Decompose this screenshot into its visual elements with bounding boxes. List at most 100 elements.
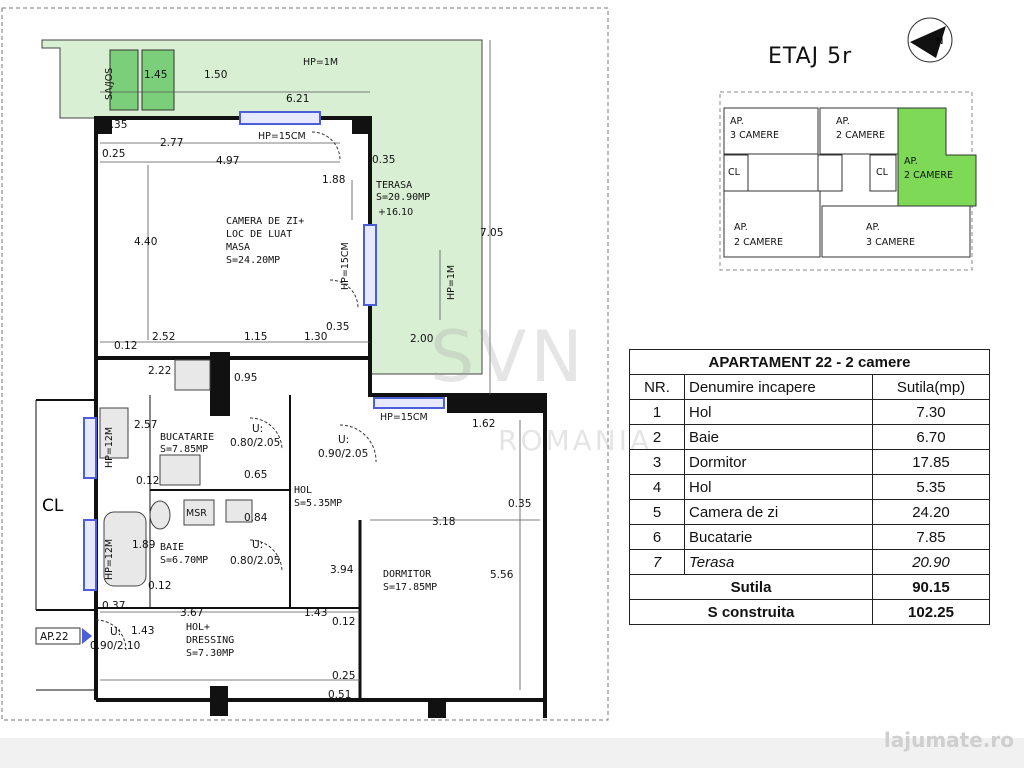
door-label: U: (338, 434, 349, 446)
room-label-terasa: TERASA (376, 180, 412, 191)
room-label-camera-2: LOC DE LUAT (226, 229, 292, 240)
svg-text:0.12: 0.12 (114, 340, 137, 352)
door-size: 0.90/2.10 (90, 640, 140, 652)
table-row: 5 Camera de zi 24.20 (629, 499, 990, 525)
room-label-hol: HOL (294, 485, 312, 496)
keyplan-unit: AP. (730, 116, 744, 127)
table-row: 1 Hol 7.30 (629, 399, 990, 425)
svg-text:1.15: 1.15 (244, 331, 267, 343)
window-label: HP=15CM (380, 412, 428, 423)
svg-text:0.25: 0.25 (332, 670, 355, 682)
svg-text:1.62: 1.62 (472, 418, 495, 430)
wall-block (428, 700, 446, 718)
svg-text:4.97: 4.97 (216, 155, 239, 167)
windows (83, 111, 445, 591)
entry-arrow-icon (82, 628, 92, 644)
wall-block (96, 118, 112, 134)
svg-text:0.65: 0.65 (244, 469, 267, 481)
window-label: HP=1M (446, 265, 457, 300)
table-row: 2 Baie 6.70 (629, 424, 990, 450)
keyplan-cl: CL (876, 167, 889, 178)
room-label-camera-3: MASA (226, 242, 250, 253)
svg-text:1.43: 1.43 (304, 607, 327, 619)
door-label: U: (252, 423, 263, 435)
window-label: HP=15CM (258, 131, 306, 142)
svg-text:5.56: 5.56 (490, 569, 514, 581)
footer-bar (0, 738, 1024, 768)
svg-text:1.88: 1.88 (322, 174, 345, 186)
table-row: 7 Terasa 20.90 (629, 549, 990, 575)
svg-text:0.51: 0.51 (328, 689, 351, 701)
keyplan-unit: AP. (734, 222, 748, 233)
glass-panel (141, 49, 175, 111)
svg-text:6.21: 6.21 (286, 93, 309, 105)
keyplan-unit-type: 2 CAMERE (734, 237, 783, 248)
svg-text:0.95: 0.95 (234, 372, 257, 384)
room-area-hol-dressing: S=7.30MP (186, 648, 234, 659)
room-label-dormitor: DORMITOR (383, 569, 432, 580)
svg-text:1.30: 1.30 (304, 331, 327, 343)
dimension-labels: 1.45 1.50 6.21 0.35 2.77 0.25 4.97 0.35 … (102, 69, 531, 701)
room-area-bucatarie: S=7.85MP (160, 444, 208, 455)
svg-text:2.22: 2.22 (148, 365, 171, 377)
svg-text:2.77: 2.77 (160, 137, 183, 149)
table-row: 3 Dormitor 17.85 (629, 449, 990, 475)
room-label-hol-dressing: HOL+ (186, 622, 210, 633)
svg-text:0.84: 0.84 (244, 512, 268, 524)
floor-plan: TERASA S=20.90MP +16.10 CAMERA DE ZI+ LO… (1, 7, 977, 721)
svg-text:2.00: 2.00 (410, 333, 433, 345)
cl-label: CL (42, 496, 64, 516)
door-label: U: (252, 539, 263, 551)
svg-text:1.43: 1.43 (131, 625, 154, 637)
walls (35, 116, 547, 718)
door-size: 0.80/2.05 (230, 555, 280, 567)
fixtures (99, 359, 253, 587)
keyplan-unit-selected: AP. (904, 156, 918, 167)
svg-text:1.45: 1.45 (144, 69, 167, 81)
keyplan-unit: AP. (836, 116, 850, 127)
area-table: APARTAMENT 22 - 2 camere NR. Denumire in… (629, 349, 990, 625)
keyplan-unit-type: 3 CAMERE (730, 130, 779, 141)
svg-text:0.35: 0.35 (326, 321, 349, 333)
svg-text:1.89: 1.89 (132, 539, 155, 551)
msr-label: MSR (186, 508, 207, 519)
wall-block (210, 352, 230, 416)
svg-text:0.35: 0.35 (104, 119, 127, 131)
svg-text:2.52: 2.52 (152, 331, 175, 343)
wall-block (352, 118, 370, 134)
table-row: 6 Bucatarie 7.85 (629, 524, 990, 550)
brand-watermark: lajumate.ro (883, 728, 1014, 752)
svg-text:0.25: 0.25 (102, 148, 125, 160)
door-label: U: (110, 626, 121, 638)
window-label: HP=12M (104, 427, 115, 468)
window-label: SA/JOS (104, 68, 115, 100)
total-row: Sutila 90.15 (629, 574, 990, 600)
floor-title: ETAJ 5r (768, 44, 853, 69)
keyplan-unit-type: 2 CAMERE (836, 130, 885, 141)
site-boundary (1, 7, 609, 721)
svg-text:N: N (936, 36, 943, 47)
room-label-hol-dressing-2: DRESSING (186, 635, 234, 646)
terrace-level: +16.10 (378, 207, 413, 218)
window-label: HP=12M (104, 539, 115, 580)
room-area-terasa: S=20.90MP (376, 192, 430, 203)
window-label: HP=1M (303, 57, 338, 68)
room-area-hol: S=5.35MP (294, 498, 342, 509)
room-label-camera: CAMERA DE ZI+ (226, 216, 304, 227)
header-area: Sutila(mp) (872, 374, 990, 400)
total-row: S construita 102.25 (629, 599, 990, 625)
keyplan-unit-type: 3 CAMERE (866, 237, 915, 248)
keyplan-unit: AP. (866, 222, 880, 233)
room-area-camera: S=24.20MP (226, 255, 280, 266)
svg-text:1.50: 1.50 (204, 69, 227, 81)
glass-panel (109, 49, 139, 111)
room-label-bucatarie: BUCATARIE (160, 432, 214, 443)
svg-text:0.12: 0.12 (136, 475, 159, 487)
key-plan (719, 91, 977, 271)
ap-tag (35, 627, 81, 645)
svg-text:3.67: 3.67 (180, 607, 203, 619)
room-label-baie: BAIE (160, 542, 184, 553)
svg-text:0.37: 0.37 (102, 600, 125, 612)
window-label: HP=15CM (340, 242, 351, 290)
wall-block (210, 686, 228, 716)
